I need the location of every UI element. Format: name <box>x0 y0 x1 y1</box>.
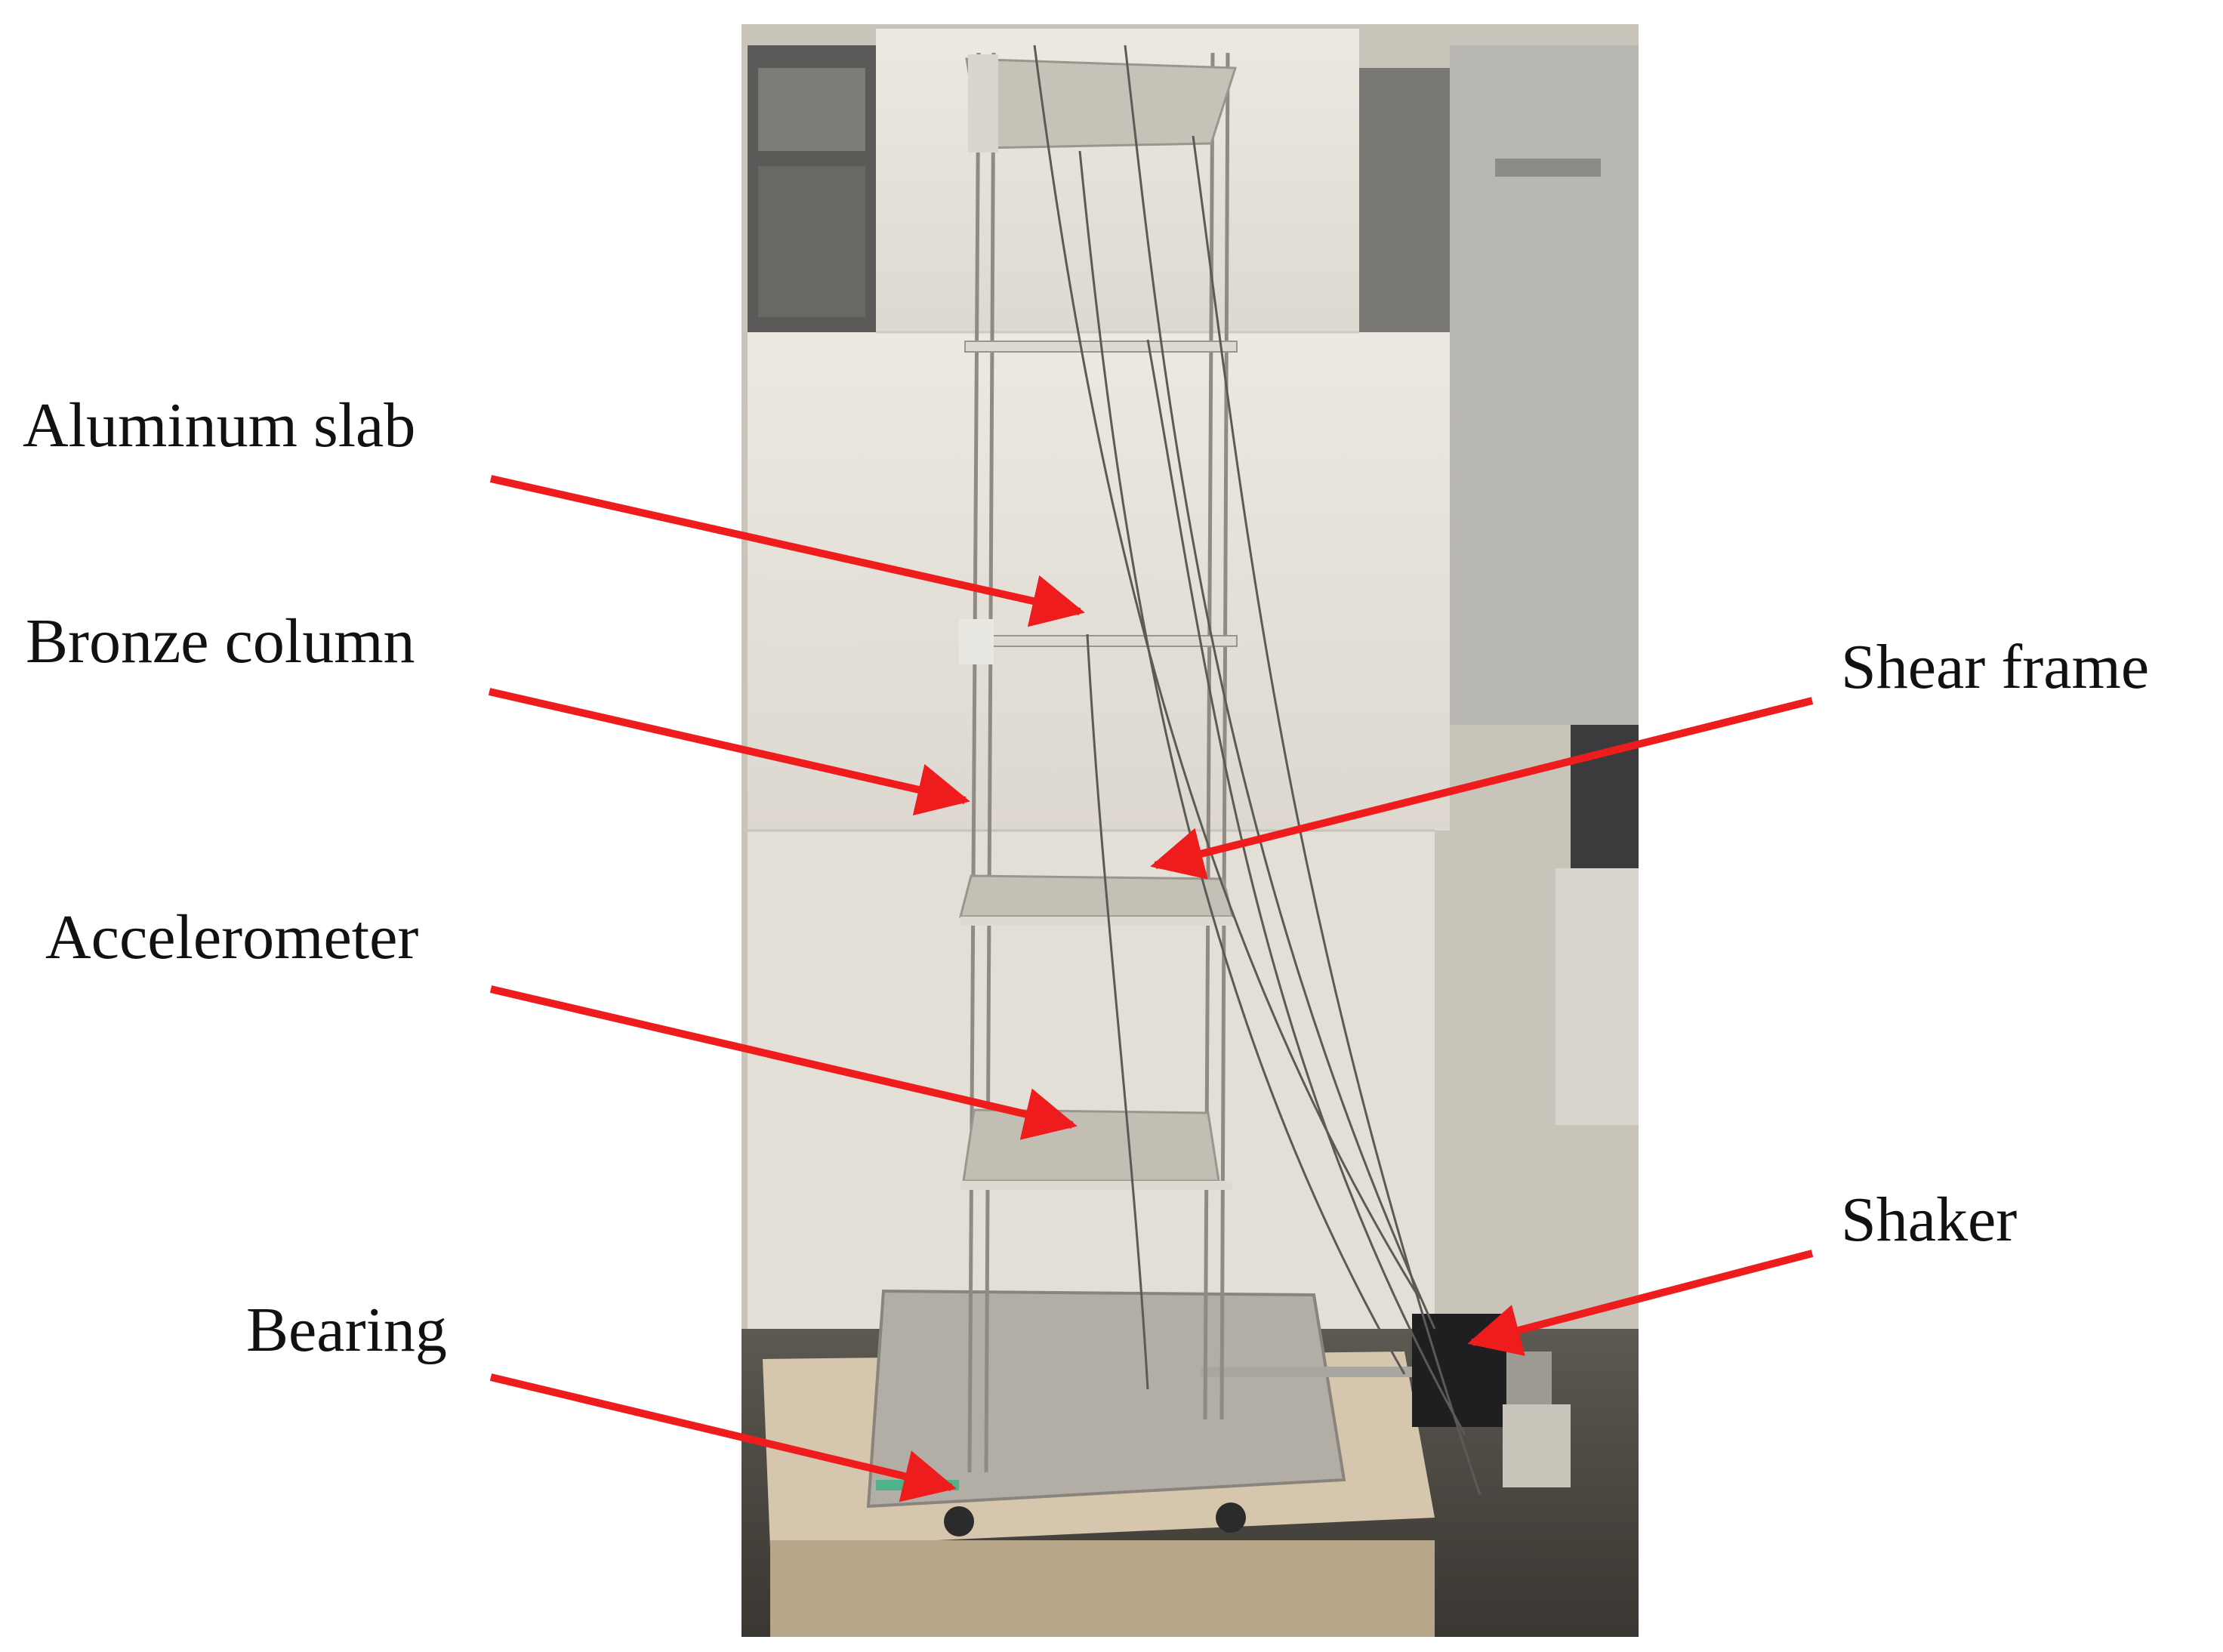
photograph <box>742 24 1639 1637</box>
sensor-cables <box>1033 45 1481 1496</box>
base-plate <box>866 1289 1346 1509</box>
label-accelerometer: Accelerometer <box>45 902 419 972</box>
label-shaker: Shaker <box>1841 1185 2018 1255</box>
arrow-shaker <box>1467 1250 1814 1356</box>
label-bronze-column: Bronze column <box>26 606 415 677</box>
foam-panel-middle <box>748 332 1450 831</box>
label-bearing: Bearing <box>246 1295 447 1365</box>
arrow-bearing <box>489 1373 957 1503</box>
arrow-bronze-column <box>488 688 970 816</box>
label-aluminum-slab: Aluminum slab <box>23 390 416 461</box>
annotation-arrows <box>488 475 1814 1503</box>
arrow-aluminum-slab <box>489 475 1085 627</box>
label-shear-frame: Shear frame <box>1841 632 2150 702</box>
arrow-accelerometer <box>489 985 1078 1140</box>
right-wall <box>1450 45 1639 725</box>
table-front <box>770 1540 1435 1637</box>
arrow-shear-frame <box>1150 697 1814 880</box>
right-rack <box>1359 68 1450 340</box>
shaker-device <box>1201 1314 1571 1487</box>
